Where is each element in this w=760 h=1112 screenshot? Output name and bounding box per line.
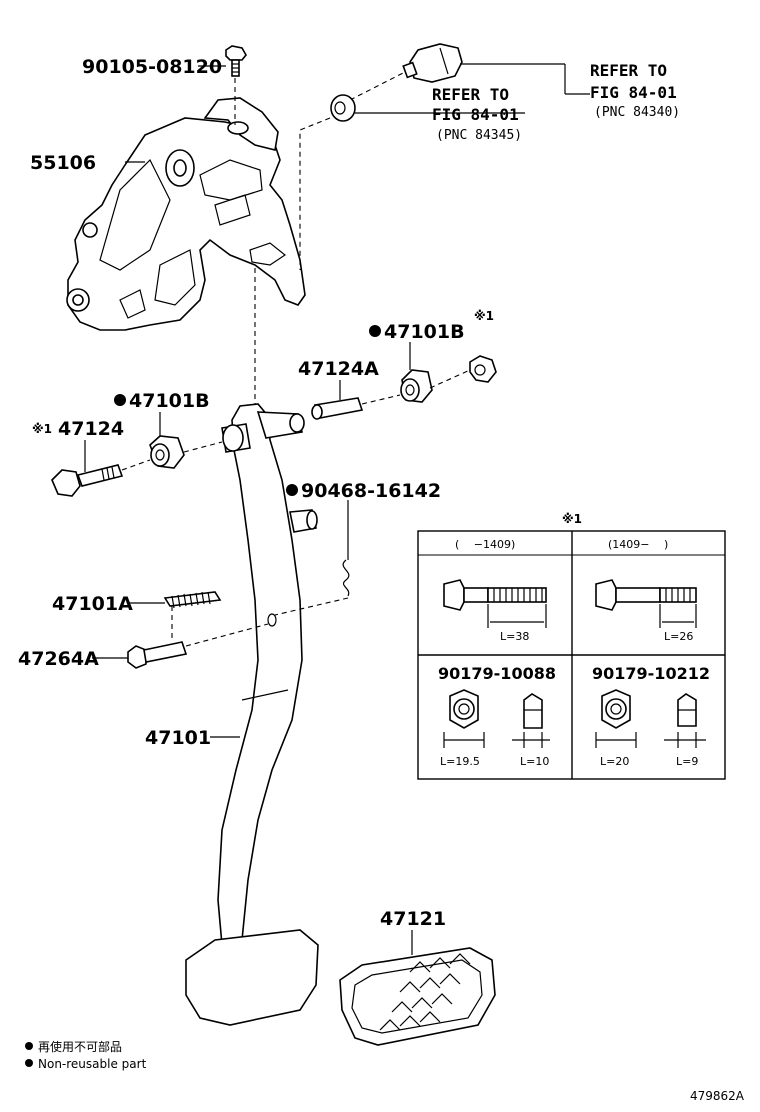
table-nut-2-side xyxy=(664,693,706,748)
figure-id: 479862A xyxy=(690,1089,745,1103)
label-bushing-left: 47101B xyxy=(129,390,210,412)
legend-dot-en xyxy=(25,1059,33,1067)
axis-right-2 xyxy=(361,394,401,405)
label-pedal-pad: 47121 xyxy=(380,908,446,930)
table-nut-1-side xyxy=(512,693,550,748)
refer-cushion-line1: REFER TO xyxy=(432,85,509,104)
label-pivot-bolt: 47124 xyxy=(58,418,124,440)
legend-dot-jp xyxy=(25,1042,33,1050)
label-spring: 47101A xyxy=(52,593,133,615)
bushing-right xyxy=(400,369,433,403)
table-bolt1-length: L=38 xyxy=(500,630,529,643)
label-note-mark-bolt: ※1 xyxy=(32,422,52,436)
label-pedal-arm: 47101 xyxy=(145,727,211,749)
table-nut-2-front xyxy=(595,689,637,748)
table-nut2-height: L=9 xyxy=(676,755,698,768)
refer-cushion-line2: FIG 84-01 xyxy=(432,105,519,124)
label-bracket: 55106 xyxy=(30,152,96,174)
table-bolt2-length: L=26 xyxy=(664,630,693,643)
pivot-nut xyxy=(469,355,497,383)
axis-right-1 xyxy=(429,369,471,389)
refer-cushion-pnc: (PNC 84345) xyxy=(436,128,522,143)
legend: 再使用不可部品 Non-reusable part xyxy=(25,1039,147,1071)
axis-clip xyxy=(274,597,349,616)
table-nut2-part: 90179-10212 xyxy=(592,664,710,683)
pedal-pad xyxy=(339,947,496,1046)
legend-en: Non-reusable part xyxy=(38,1057,147,1071)
spring xyxy=(163,591,222,609)
table-col2-header: (1409− ) xyxy=(608,538,668,551)
non-reusable-dot-clip xyxy=(286,484,298,496)
bushing-left xyxy=(149,435,185,469)
variant-table: ※1 ( −1409) (1409− ) L=38 L=26 xyxy=(417,512,726,780)
axis-pin xyxy=(185,623,269,647)
legend-jp: 再使用不可部品 xyxy=(38,1039,122,1054)
collar xyxy=(311,397,364,420)
table-title: ※1 xyxy=(562,512,582,526)
table-nut1-height: L=10 xyxy=(520,755,549,768)
clip xyxy=(342,559,350,597)
label-clip: 90468-16142 xyxy=(301,480,441,502)
table-bolt-1 xyxy=(443,579,547,628)
stop-lamp-cushion xyxy=(330,94,356,122)
label-bushing-right: 47101B xyxy=(384,321,465,343)
table-nut-1-front xyxy=(443,689,485,748)
pedal-foot-plate xyxy=(185,929,319,1026)
pivot-bolt xyxy=(51,464,124,497)
label-collar: 47124A xyxy=(298,358,379,380)
pedal-bracket xyxy=(66,97,306,331)
axis-left-2 xyxy=(121,459,151,471)
table-nut1-part: 90179-10088 xyxy=(438,664,556,683)
top-bolt xyxy=(225,45,247,77)
non-reusable-dot-bushing-right xyxy=(369,325,381,337)
pedal-arm xyxy=(217,403,318,947)
non-reusable-dot-bushing-left xyxy=(114,394,126,406)
refer-switch-pnc: (PNC 84340) xyxy=(594,105,680,120)
table-nut1-width: L=19.5 xyxy=(440,755,480,768)
axis-left-1 xyxy=(183,441,223,453)
table-nut2-width: L=20 xyxy=(600,755,629,768)
pin xyxy=(127,641,188,669)
label-bolt-top: 90105-08120 xyxy=(82,56,222,78)
label-note-mark-nut: ※1 xyxy=(474,309,494,323)
refer-switch-line2: FIG 84-01 xyxy=(590,83,677,102)
table-col1-header: ( −1409) xyxy=(455,538,515,551)
stop-lamp-switch xyxy=(402,43,463,83)
refer-switch-line1: REFER TO xyxy=(590,61,667,80)
label-pin: 47264A xyxy=(18,648,99,670)
axis-cushion xyxy=(299,117,331,270)
table-bolt-2 xyxy=(595,579,697,628)
axis-switch xyxy=(349,71,406,101)
